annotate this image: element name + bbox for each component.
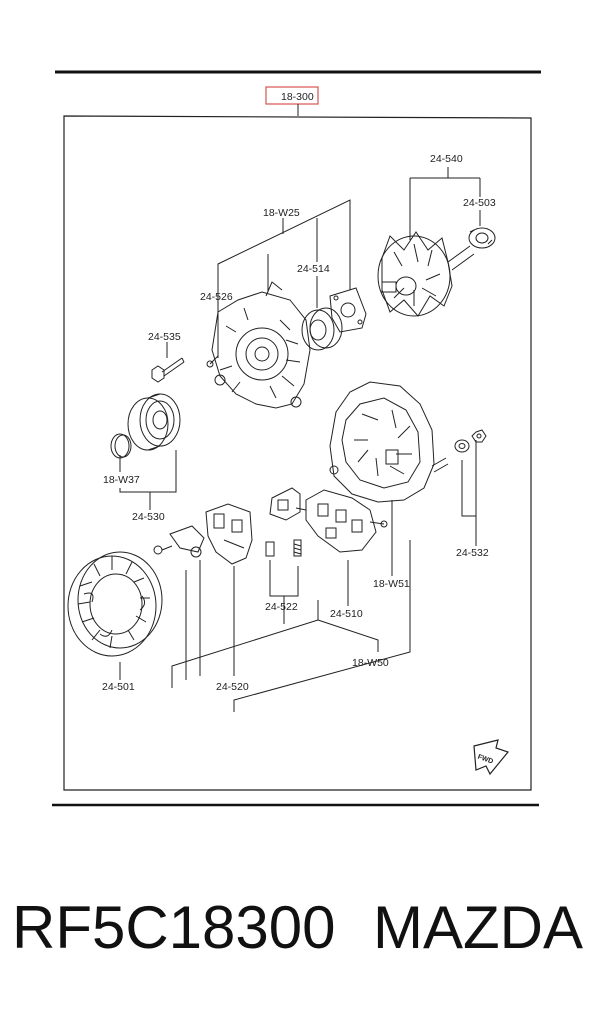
label-24-522[interactable]: 24-522 bbox=[265, 601, 298, 613]
label-18-w37[interactable]: 18-W37 bbox=[103, 474, 140, 486]
label-18-w51[interactable]: 18-W51 bbox=[373, 578, 410, 590]
label-24-526[interactable]: 24-526 bbox=[200, 291, 233, 303]
forward-direction-icon: FWD bbox=[473, 739, 510, 776]
front-bearing-illustration bbox=[301, 307, 343, 351]
assembly-ref-label[interactable]: 18-300 bbox=[281, 91, 314, 103]
front-housing-illustration bbox=[211, 281, 311, 409]
regulator-illustration bbox=[153, 503, 253, 565]
label-24-514[interactable]: 24-514 bbox=[297, 263, 330, 275]
rectifier-illustration bbox=[305, 489, 388, 553]
rear-housing-illustration bbox=[329, 381, 449, 503]
part-number-caption: RF5C18300 bbox=[12, 894, 336, 961]
label-18-w25[interactable]: 18-W25 bbox=[263, 207, 300, 219]
brush-holder-illustration bbox=[265, 487, 307, 557]
label-24-510[interactable]: 24-510 bbox=[330, 608, 363, 620]
retainer-plate-illustration bbox=[329, 287, 367, 333]
brand-caption: MAZDA bbox=[373, 894, 583, 961]
assembly-ref-highlight bbox=[265, 86, 319, 105]
pulley-illustration bbox=[127, 393, 181, 451]
label-18-w50[interactable]: 18-W50 bbox=[352, 657, 389, 669]
label-24-532[interactable]: 24-532 bbox=[456, 547, 489, 559]
label-24-535[interactable]: 24-535 bbox=[148, 331, 181, 343]
stator-illustration bbox=[67, 551, 163, 657]
label-24-501[interactable]: 24-501 bbox=[102, 681, 135, 693]
label-24-530[interactable]: 24-530 bbox=[132, 511, 165, 523]
label-24-503[interactable]: 24-503 bbox=[463, 197, 496, 209]
terminal-nut-illustration bbox=[454, 429, 487, 453]
leader-lines bbox=[119, 167, 481, 712]
label-24-520[interactable]: 24-520 bbox=[216, 681, 249, 693]
rotor-illustration bbox=[377, 231, 475, 317]
label-24-540[interactable]: 24-540 bbox=[430, 153, 463, 165]
rear-bearing-illustration bbox=[468, 227, 496, 249]
pulley-cap-illustration bbox=[110, 433, 132, 459]
diagram-frame bbox=[63, 115, 532, 791]
housing-bolt-illustration bbox=[206, 355, 219, 368]
through-bolt-illustration bbox=[151, 357, 185, 383]
